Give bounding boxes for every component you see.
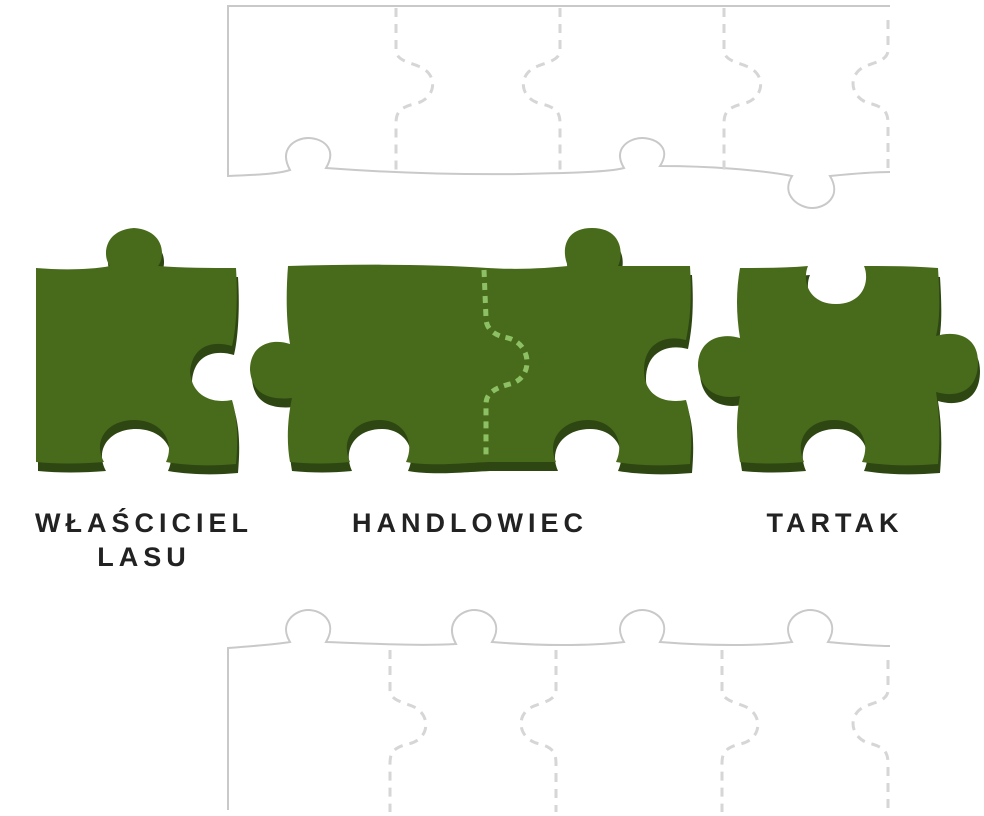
piece-mill (698, 266, 978, 465)
label-trader-line-1: HANDLOWIEC (320, 506, 620, 540)
label-forest-owner-line-2: LASU (14, 540, 274, 574)
top-join-3 (724, 8, 761, 170)
piece-trader-shape (250, 228, 691, 465)
label-sawmill-line-1: TARTAK (730, 506, 940, 540)
top-puzzle-strip (228, 6, 890, 208)
piece-trader (250, 228, 691, 465)
bottom-join-2 (521, 650, 556, 812)
bottom-join-3 (722, 650, 758, 812)
label-trader: HANDLOWIEC (320, 506, 620, 540)
bottom-puzzle-strip (228, 610, 890, 810)
bottom-join-1 (390, 650, 426, 812)
bottom-join-4 (853, 660, 888, 812)
top-strip-outline (228, 6, 890, 208)
top-strip-dashed-joins (396, 8, 888, 172)
top-join-1 (396, 8, 433, 172)
bottom-strip-dashed-joins (390, 650, 888, 812)
bottom-strip-outline (228, 610, 890, 810)
label-sawmill: TARTAK (730, 506, 940, 540)
top-join-2 (523, 8, 560, 172)
label-forest-owner-line-1: WŁAŚCICIEL (14, 506, 274, 540)
piece-mill-shape (698, 266, 978, 465)
label-forest-owner: WŁAŚCICIEL LASU (14, 506, 274, 574)
top-join-4 (853, 20, 888, 170)
